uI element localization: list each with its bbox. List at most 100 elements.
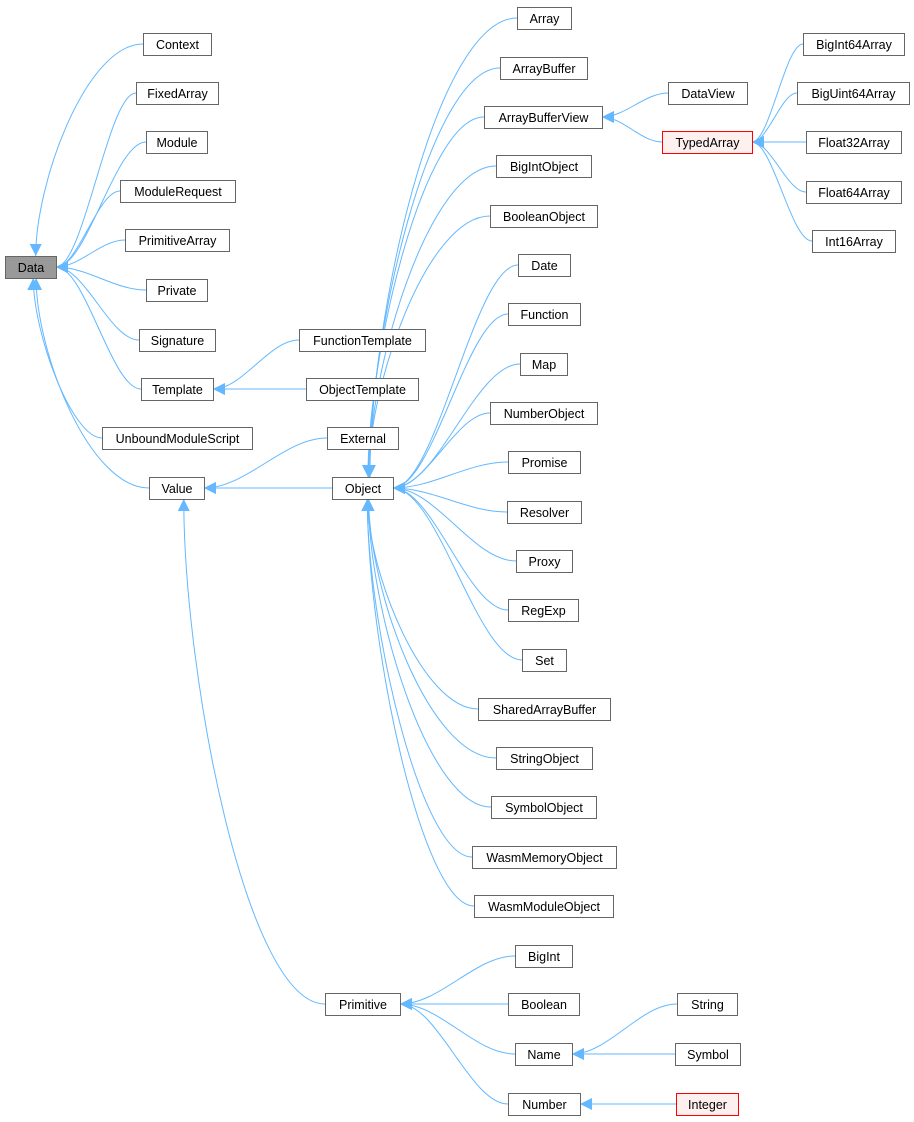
node-box-boolean <box>508 993 580 1016</box>
node-box-big-int64-array <box>803 33 905 56</box>
node-typed-array[interactable]: TypedArray <box>662 131 753 154</box>
node-box-fixed-array <box>136 82 219 105</box>
node-map[interactable]: Map <box>520 353 568 376</box>
node-box-name <box>515 1043 573 1066</box>
node-template[interactable]: Template <box>141 378 214 401</box>
node-float32-array[interactable]: Float32Array <box>806 131 902 154</box>
node-box-private <box>146 279 208 302</box>
node-label-array-buffer: ArrayBuffer <box>513 62 576 76</box>
node-box-typed-array <box>662 131 753 154</box>
node-string[interactable]: String <box>677 993 738 1016</box>
node-label-signature: Signature <box>151 334 205 348</box>
edge-number-object-to-object <box>392 412 491 494</box>
node-context[interactable]: Context <box>143 33 212 56</box>
node-box-big-uint64-array <box>797 82 910 105</box>
node-name[interactable]: Name <box>515 1043 573 1066</box>
edge-int16-array-to-typed-array <box>751 136 813 242</box>
edge-name-to-primitive <box>399 998 516 1055</box>
node-wasm-module-object[interactable]: WasmModuleObject <box>474 895 614 918</box>
node-box-data <box>5 256 57 279</box>
node-number-object[interactable]: NumberObject <box>490 402 598 425</box>
node-signature[interactable]: Signature <box>139 329 216 352</box>
node-box-reg-exp <box>508 599 579 622</box>
node-int16-array[interactable]: Int16Array <box>812 230 896 253</box>
edge-function-template-to-template <box>212 339 300 395</box>
node-box-promise <box>508 451 581 474</box>
node-resolver[interactable]: Resolver <box>507 501 582 524</box>
node-boolean-object[interactable]: BooleanObject <box>490 205 598 228</box>
node-function[interactable]: Function <box>508 303 581 326</box>
edge-typed-array-to-array-buffer-view <box>601 111 663 143</box>
node-box-integer <box>676 1093 739 1116</box>
node-label-private: Private <box>158 284 197 298</box>
node-set[interactable]: Set <box>522 649 567 672</box>
node-box-context <box>143 33 212 56</box>
node-box-object <box>332 477 394 500</box>
node-label-array: Array <box>530 12 561 26</box>
node-array-buffer-view[interactable]: ArrayBufferView <box>484 106 603 129</box>
node-integer[interactable]: Integer <box>676 1093 739 1116</box>
node-fixed-array[interactable]: FixedArray <box>136 82 219 105</box>
node-float64-array[interactable]: Float64Array <box>806 181 902 204</box>
node-data[interactable]: Data <box>5 256 57 279</box>
edge-wasm-memory-object-to-object <box>361 498 473 858</box>
node-box-value <box>149 477 205 500</box>
node-symbol-object[interactable]: SymbolObject <box>491 796 597 819</box>
node-wasm-memory-object[interactable]: WasmMemoryObject <box>472 846 617 869</box>
node-unbound-module-script[interactable]: UnboundModuleScript <box>102 427 253 450</box>
node-big-int[interactable]: BigInt <box>515 945 573 968</box>
node-label-fixed-array: FixedArray <box>147 87 208 101</box>
edge-big-int-to-primitive <box>399 955 516 1010</box>
node-proxy[interactable]: Proxy <box>516 550 573 573</box>
node-box-array-buffer <box>500 57 588 80</box>
edge-fixed-array-to-data <box>55 92 137 273</box>
node-box-wasm-memory-object <box>472 846 617 869</box>
node-boolean[interactable]: Boolean <box>508 993 580 1016</box>
node-label-reg-exp: RegExp <box>521 604 566 618</box>
edge-string-object-to-object <box>362 498 497 759</box>
node-label-boolean-object: BooleanObject <box>503 210 586 224</box>
node-private[interactable]: Private <box>146 279 208 302</box>
node-function-template[interactable]: FunctionTemplate <box>299 329 426 352</box>
node-box-proxy <box>516 550 573 573</box>
node-symbol[interactable]: Symbol <box>675 1043 741 1066</box>
node-box-number-object <box>490 402 598 425</box>
node-label-function-template: FunctionTemplate <box>313 334 412 348</box>
node-big-uint64-array[interactable]: BigUint64Array <box>797 82 910 105</box>
node-object[interactable]: Object <box>332 477 394 500</box>
node-value[interactable]: Value <box>149 477 205 500</box>
node-array-buffer[interactable]: ArrayBuffer <box>500 57 588 80</box>
node-box-unbound-module-script <box>102 427 253 450</box>
node-label-object-template: ObjectTemplate <box>319 383 406 397</box>
node-external[interactable]: External <box>327 427 399 450</box>
node-box-symbol <box>675 1043 741 1066</box>
node-label-name: Name <box>527 1048 560 1062</box>
node-module[interactable]: Module <box>146 131 208 154</box>
node-string-object[interactable]: StringObject <box>496 747 593 770</box>
node-label-function: Function <box>521 308 569 322</box>
node-big-int-object[interactable]: BigIntObject <box>496 155 592 178</box>
node-label-wasm-memory-object: WasmMemoryObject <box>486 851 603 865</box>
node-primitive-array[interactable]: PrimitiveArray <box>125 229 230 252</box>
node-box-boolean-object <box>490 205 598 228</box>
edge-set-to-object <box>392 482 523 661</box>
node-box-symbol-object <box>491 796 597 819</box>
node-label-int16-array: Int16Array <box>825 235 883 249</box>
node-primitive[interactable]: Primitive <box>325 993 401 1016</box>
node-label-template: Template <box>152 383 203 397</box>
node-array[interactable]: Array <box>517 7 572 30</box>
node-object-template[interactable]: ObjectTemplate <box>306 378 419 401</box>
node-data-view[interactable]: DataView <box>668 82 748 105</box>
node-date[interactable]: Date <box>518 254 571 277</box>
node-box-map <box>520 353 568 376</box>
node-big-int64-array[interactable]: BigInt64Array <box>803 33 905 56</box>
node-box-big-int <box>515 945 573 968</box>
node-box-external <box>327 427 399 450</box>
node-number[interactable]: Number <box>508 1093 581 1116</box>
node-reg-exp[interactable]: RegExp <box>508 599 579 622</box>
node-shared-array-buffer[interactable]: SharedArrayBuffer <box>478 698 611 721</box>
node-promise[interactable]: Promise <box>508 451 581 474</box>
node-module-request[interactable]: ModuleRequest <box>120 180 236 203</box>
node-box-array <box>517 7 572 30</box>
